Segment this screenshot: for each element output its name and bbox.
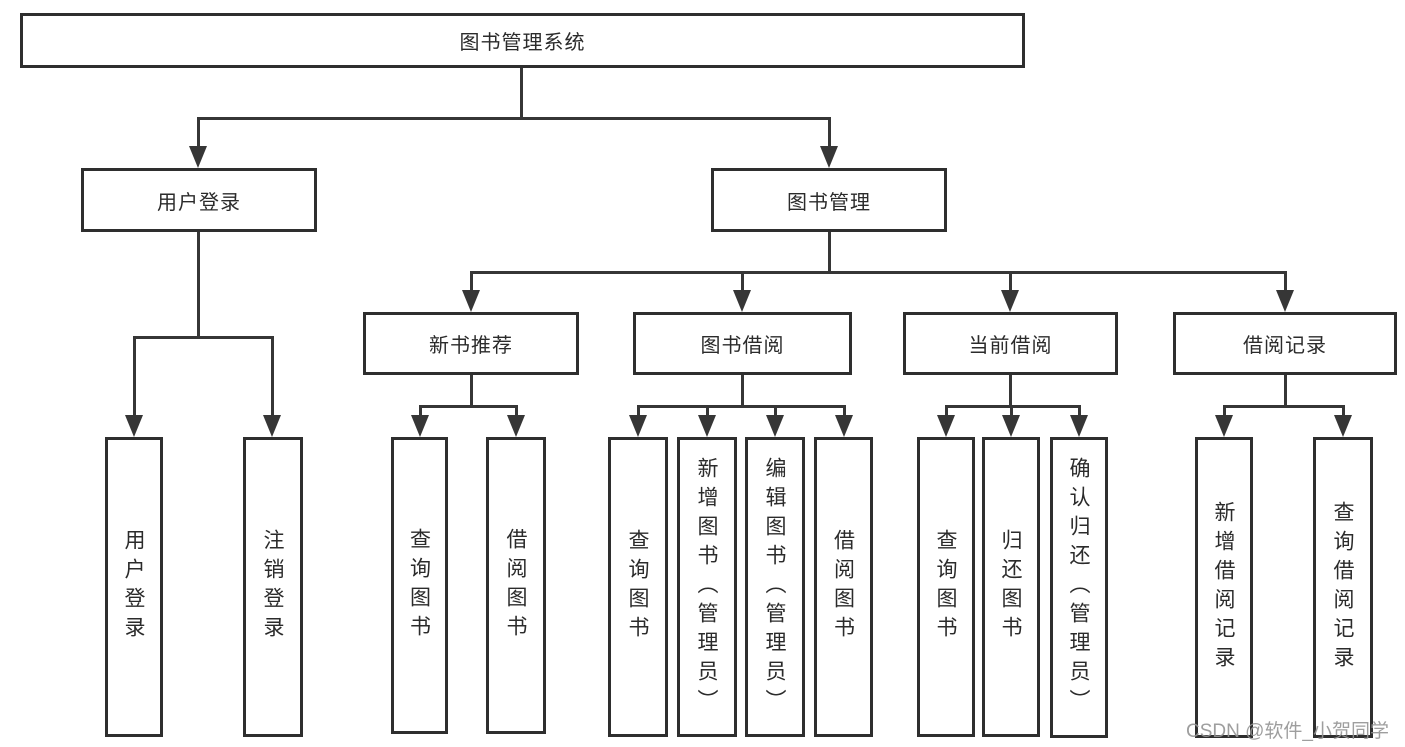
edge-drop-g1c-line	[774, 405, 777, 418]
leaf-cur-return-book-label: 归还图书	[999, 529, 1024, 645]
leaf-bor-borrow-book: 借阅图书	[814, 437, 873, 737]
edge-drop-g2a-line	[945, 405, 948, 418]
leaf-cur-return-book: 归还图书	[982, 437, 1040, 737]
edge-drop-g1b-line	[706, 405, 709, 418]
csdn-watermark: CSDN @软件_小贺同学	[1186, 721, 1389, 742]
arrow-down-user2	[263, 415, 281, 437]
leaf-bor-query-book: 查询图书	[608, 437, 668, 737]
node-user-login-label: 用户登录	[157, 191, 241, 214]
arrow-down-g2b	[1002, 415, 1020, 437]
leaf-recd-query-borrow-record: 查询借阅记录	[1313, 437, 1373, 738]
edge-user-rail	[133, 336, 274, 339]
edge-drop-g1-line	[741, 271, 744, 295]
arrow-down-g2	[1001, 290, 1019, 312]
edge-drop-g3-line	[1284, 271, 1287, 295]
node-book-management: 图书管理	[711, 168, 947, 232]
edge-g3-rail	[1223, 405, 1345, 408]
edge-g0-rail	[419, 405, 518, 408]
arrow-down-g3a	[1215, 415, 1233, 437]
edge-drop-g3a-line	[1223, 405, 1226, 418]
edge-drop-g0b-line	[515, 405, 518, 418]
arrow-down-g1	[733, 290, 751, 312]
arrow-down-g0	[462, 290, 480, 312]
node-book-borrow-label: 图书借阅	[700, 335, 785, 357]
arrow-down-g0a	[411, 415, 429, 437]
leaf-recd-add-borrow-record-label: 新增借阅记录	[1212, 500, 1237, 675]
leaf-recd-add-borrow-record: 新增借阅记录	[1195, 437, 1253, 738]
node-new-book-recommend-label: 新书推荐	[429, 335, 513, 357]
edge-drop-g2-line	[1009, 271, 1012, 295]
edge-drop-user1-line	[133, 336, 136, 417]
edge-drop-g0-line	[470, 271, 473, 295]
arrow-down-g0b	[507, 415, 525, 437]
edge-drop-mgmt-line	[828, 117, 831, 148]
node-current-borrow-label: 当前借阅	[968, 335, 1053, 357]
edge-user-stem	[197, 232, 200, 339]
leaf-bor-edit-book-admin-label: 编辑图书（管理员）	[763, 456, 788, 718]
edge-drop-g1d-line	[843, 405, 846, 418]
edge-g1-stem	[741, 375, 744, 408]
edge-mgmt-rail	[470, 271, 1286, 274]
edge-drop-user2-line	[271, 336, 274, 417]
leaf-rec-query-book: 查询图书	[391, 437, 448, 734]
arrow-down-g3	[1276, 290, 1294, 312]
node-book-borrow: 图书借阅	[633, 312, 852, 375]
arrow-down-user1	[125, 415, 143, 437]
arrow-down-g1a	[629, 415, 647, 437]
leaf-cur-query-book: 查询图书	[917, 437, 975, 737]
leaf-rec-borrow-book-label: 借阅图书	[504, 527, 529, 644]
edge-root-stem	[520, 68, 523, 118]
edge-drop-g2c-line	[1078, 405, 1081, 418]
edge-drop-g0a-line	[419, 405, 422, 418]
arrow-down-mgmt	[820, 146, 838, 168]
leaf-rec-query-book-label: 查询图书	[407, 527, 432, 644]
edge-mgmt-stem	[828, 232, 831, 274]
leaf-logout: 注销登录	[243, 437, 303, 737]
node-root-label: 图书管理系统	[459, 32, 586, 54]
leaf-bor-edit-book-admin: 编辑图书（管理员）	[745, 437, 805, 737]
edge-drop-g2b-line	[1010, 405, 1013, 418]
leaf-bor-add-book-admin: 新增图书（管理员）	[677, 437, 737, 737]
edge-g1-rail	[637, 405, 846, 408]
leaf-user-login-label: 用户登录	[122, 529, 147, 645]
leaf-bor-query-book-label: 查询图书	[626, 529, 651, 645]
leaf-bor-borrow-book-label: 借阅图书	[831, 529, 856, 645]
edge-g2-stem	[1009, 375, 1012, 408]
edge-root-rail	[197, 117, 831, 120]
node-user-login: 用户登录	[81, 168, 317, 232]
edge-g3-stem	[1284, 375, 1287, 408]
node-new-book-recommend: 新书推荐	[363, 312, 579, 375]
node-borrow-records: 借阅记录	[1173, 312, 1397, 375]
node-book-management-label: 图书管理	[787, 191, 871, 214]
leaf-bor-add-book-admin-label: 新增图书（管理员）	[695, 456, 720, 718]
edge-g0-stem	[470, 375, 473, 408]
leaf-logout-label: 注销登录	[261, 529, 286, 645]
node-borrow-records-label: 借阅记录	[1243, 335, 1327, 357]
leaf-cur-confirm-return-admin: 确认归还（管理员）	[1050, 437, 1108, 738]
leaf-recd-query-borrow-record-label: 查询借阅记录	[1331, 500, 1356, 675]
edge-drop-g3b-line	[1342, 405, 1345, 418]
edge-drop-g1a-line	[637, 405, 640, 418]
leaf-rec-borrow-book: 借阅图书	[486, 437, 546, 734]
arrow-down-g2a	[937, 415, 955, 437]
arrow-down-g1c	[766, 415, 784, 437]
arrow-down-user	[189, 146, 207, 168]
leaf-user-login: 用户登录	[105, 437, 163, 737]
edge-drop-user-line	[197, 117, 200, 148]
arrow-down-g3b	[1334, 415, 1352, 437]
arrow-down-g1d	[835, 415, 853, 437]
node-current-borrow: 当前借阅	[903, 312, 1118, 375]
arrow-down-g2c	[1070, 415, 1088, 437]
leaf-cur-query-book-label: 查询图书	[934, 529, 959, 645]
node-root: 图书管理系统	[20, 13, 1025, 68]
arrow-down-g1b	[698, 415, 716, 437]
edge-g2-rail	[945, 405, 1081, 408]
leaf-cur-confirm-return-admin-label: 确认归还（管理员）	[1067, 457, 1092, 718]
